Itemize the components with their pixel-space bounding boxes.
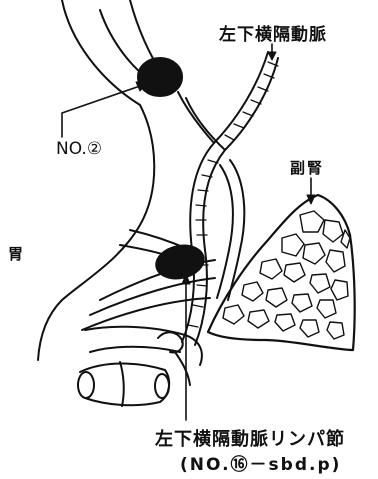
vessel-lumen-left xyxy=(78,372,94,398)
label-node-no2: NO.② xyxy=(56,139,102,159)
artery-branch-inner xyxy=(186,98,225,150)
arrow-artery-head xyxy=(268,52,276,60)
arrow-no2 xyxy=(62,86,140,137)
celiac-trunk-bottom xyxy=(90,347,180,352)
label-adrenal-gland: 副腎 xyxy=(290,157,324,178)
stomach-outline xyxy=(38,0,154,360)
artery-branch-lower xyxy=(228,160,244,300)
vessel-lumen-right xyxy=(155,374,169,398)
label-node-code: (NO.⑯－sbd.p) xyxy=(180,450,341,475)
label-stomach: 胃 xyxy=(8,243,23,264)
celiac-trunk-top xyxy=(85,327,202,365)
celiac-vessel-cross xyxy=(120,362,124,406)
label-left-inferior-phrenic-artery: 左下横隔動脈 xyxy=(219,20,327,45)
adrenal-texture xyxy=(223,211,350,339)
label-phrenic-lymph-node: 左下横隔動脈リンパ節 xyxy=(155,425,345,451)
lymph-node-no2 xyxy=(138,58,182,96)
artery-branch-lower-inner xyxy=(217,165,233,298)
artery-wall-outer xyxy=(195,58,278,345)
lymph-node-no16 xyxy=(153,241,207,282)
celiac-branch-down xyxy=(175,352,190,385)
adrenal-gland-outline xyxy=(208,195,355,350)
